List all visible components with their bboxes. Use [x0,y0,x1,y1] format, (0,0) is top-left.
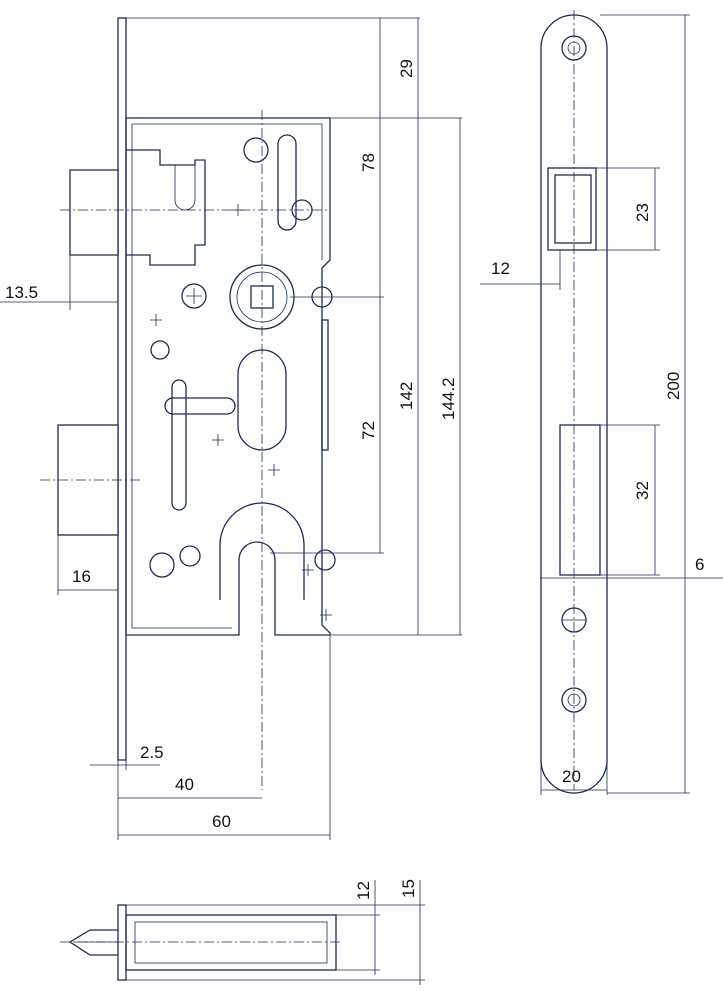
dim-15: 15 [399,879,418,898]
dim-78: 78 [359,153,378,172]
dim-144-2: 144.2 [439,377,458,420]
dim-32: 32 [633,481,652,500]
dimension-lines [0,17,462,840]
dim-16: 16 [72,567,91,586]
dim-40: 40 [175,775,194,794]
faceplate [117,17,127,761]
dim-23: 23 [633,203,652,222]
dim-200: 200 [664,372,683,400]
dim-12-strike: 12 [491,259,510,278]
dim-72: 72 [359,421,378,440]
dim-2-5: 2.5 [140,743,164,762]
case-outline [125,117,331,636]
latch [69,169,119,256]
dim-12-bottom: 12 [354,881,373,900]
strike-plate [540,10,608,794]
cylinder-cutout [219,502,305,600]
dim-60: 60 [212,812,231,831]
dim-142: 142 [397,382,416,410]
dim-29: 29 [397,59,416,78]
lock-body [40,17,336,790]
dim-20: 20 [562,767,581,786]
dim-6: 6 [695,555,704,574]
dim-13-5: 13.5 [5,283,38,302]
lock-bottom-view [60,904,340,981]
